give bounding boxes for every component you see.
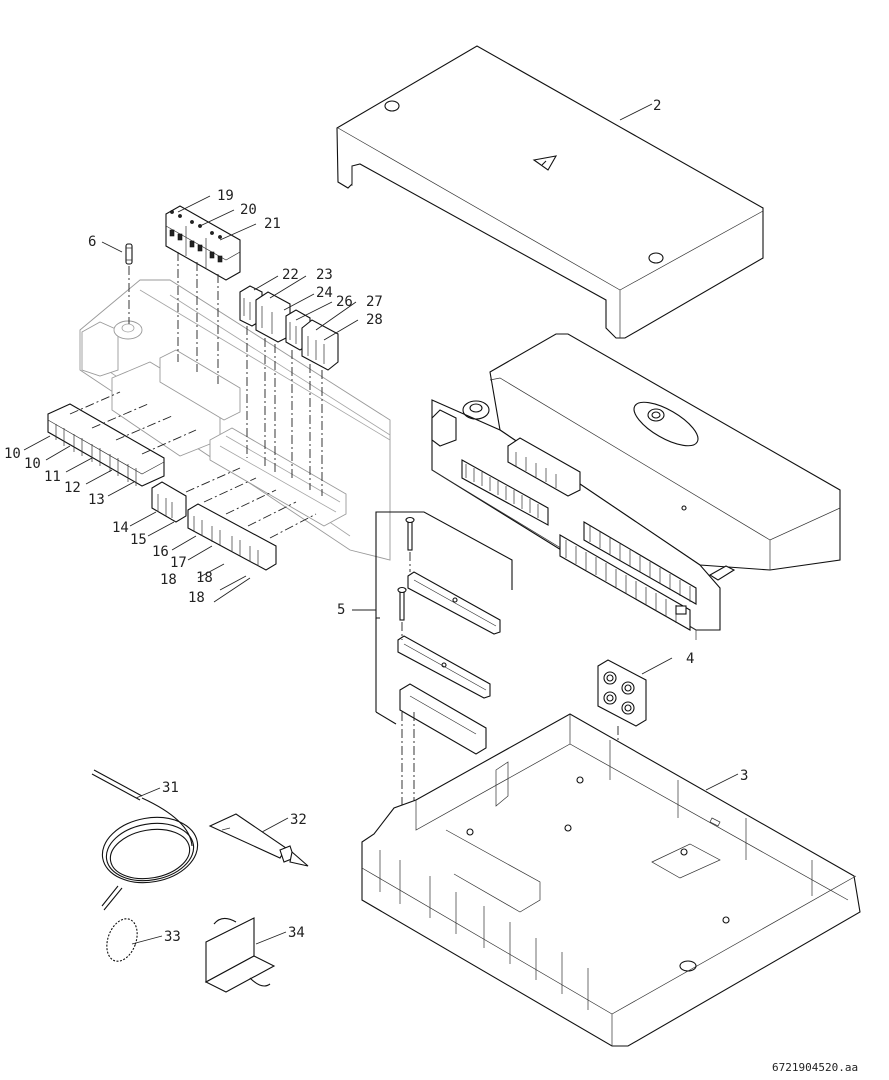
callout-leaders	[23, 103, 739, 945]
callout-4: 4	[686, 651, 694, 667]
callout-27: 27	[366, 294, 383, 310]
base-cable-entries	[379, 850, 589, 1010]
callout-28: 28	[366, 312, 383, 328]
callout-19: 19	[217, 188, 234, 204]
callout-15: 15	[130, 532, 147, 548]
callout-13: 13	[88, 492, 105, 508]
connector-block-19-21	[165, 205, 241, 281]
callout-11: 11	[44, 469, 61, 485]
callout-33: 33	[164, 929, 181, 945]
callout-22: 22	[282, 267, 299, 283]
document-id: 6721904520.aa	[772, 1061, 858, 1074]
insulating-tape-part	[204, 917, 276, 993]
heat-paste-tube-part	[208, 813, 309, 867]
fuse-part	[125, 243, 133, 324]
pcb-ghost-view	[79, 279, 391, 561]
cover-part	[336, 45, 764, 339]
module-left-terminals	[465, 464, 539, 518]
callout-18a: 18	[160, 572, 177, 588]
connector-blocks-22-28	[239, 285, 339, 371]
callout-10b: 10	[24, 456, 41, 472]
callout-21: 21	[264, 216, 281, 232]
callout-10a: 10	[4, 446, 21, 462]
hose-clamp-part	[106, 918, 138, 962]
callout-24: 24	[316, 285, 333, 301]
callout-2: 2	[653, 98, 661, 114]
warning-triangle-icon	[532, 155, 558, 171]
callout-34: 34	[288, 925, 305, 941]
callout-31: 31	[162, 780, 179, 796]
callout-23: 23	[316, 267, 333, 283]
callout-6: 6	[88, 234, 96, 250]
callout-17: 17	[170, 555, 187, 571]
callout-12: 12	[64, 480, 81, 496]
callout-14: 14	[112, 520, 129, 536]
callout-5: 5	[337, 602, 345, 618]
callout-20: 20	[240, 202, 257, 218]
callout-3: 3	[740, 768, 748, 784]
base-housing-part	[361, 713, 861, 1047]
callout-18b: 18	[196, 570, 213, 586]
strain-relief-set	[375, 511, 513, 830]
connector-block-10-13	[47, 403, 165, 487]
callout-labels: 2 3 4 5 6 10 10 11 12 13 14 15 16 17 18 …	[4, 98, 748, 945]
base-ribs	[495, 740, 813, 896]
callout-16: 16	[152, 544, 169, 560]
temperature-sensor-part	[91, 769, 199, 911]
callout-26: 26	[336, 294, 353, 310]
callout-18c: 18	[188, 590, 205, 606]
connector-block-16-18	[187, 503, 277, 571]
connector-block-14-15	[151, 481, 187, 523]
control-module-part	[431, 333, 841, 640]
callout-32: 32	[290, 812, 307, 828]
